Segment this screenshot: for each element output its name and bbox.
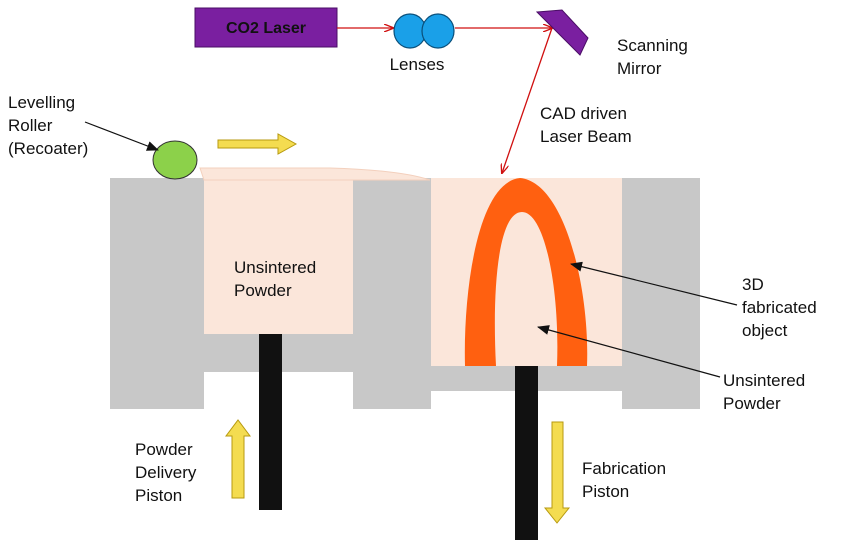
left-chamber-label-line-1: Unsintered <box>234 258 316 277</box>
powder-spread-layer <box>199 167 431 181</box>
scanning-mirror-label-line-2: Mirror <box>617 59 662 78</box>
delivery-piston-up-arrow <box>225 419 251 499</box>
co2-laser-box <box>194 7 338 48</box>
roller-label: Levelling Roller (Recoater) <box>8 93 88 158</box>
frame-left-wall <box>110 178 204 409</box>
roller-direction-arrow <box>217 133 298 155</box>
left-chamber-label-line-2: Powder <box>234 281 292 300</box>
lenses-label: Lenses <box>390 55 445 74</box>
right-powder-label-line-2: Powder <box>723 394 781 413</box>
right-powder-label-line-1: Unsintered <box>723 371 805 390</box>
laser-beam-to-bed <box>502 27 553 173</box>
co2-laser-label: CO2 Laser <box>226 20 306 37</box>
frame-right-wall <box>622 178 700 409</box>
right-powder-pointer <box>537 325 721 378</box>
scanning-mirror-label: Scanning Mirror <box>617 36 693 78</box>
fabrication-piston-label-line-2: Piston <box>582 482 629 501</box>
fabrication-piston-down-arrow <box>543 421 571 524</box>
laser-beam-label-line-1: CAD driven <box>540 104 627 123</box>
delivery-piston-label: Powder Delivery Piston <box>135 440 201 505</box>
scanning-mirror <box>535 9 589 56</box>
frame-middle-wall <box>353 178 431 409</box>
roller-label-line-1: Levelling <box>8 93 75 112</box>
roller-pointer <box>84 121 159 151</box>
roller-label-line-3: (Recoater) <box>8 139 88 158</box>
left-chamber-label: Unsintered Powder <box>234 258 321 300</box>
object-pointer <box>570 261 738 306</box>
laser-beam-label: CAD driven Laser Beam <box>540 104 632 146</box>
delivery-piston-label-line-1: Powder <box>135 440 193 459</box>
object-label-line-3: object <box>742 321 788 340</box>
right-powder-label: Unsintered Powder <box>723 371 810 413</box>
fabrication-piston-label: Fabrication Piston <box>582 459 671 501</box>
laser-beam-label-line-2: Laser Beam <box>540 127 632 146</box>
fabricated-object <box>464 178 588 366</box>
scanning-mirror-label-line-1: Scanning <box>617 36 688 55</box>
left-powder-bed <box>204 178 353 334</box>
levelling-roller <box>152 140 198 180</box>
delivery-piston-rod <box>259 334 282 510</box>
lens-left <box>393 13 427 49</box>
object-label-line-2: fabricated <box>742 298 817 317</box>
object-label-line-1: 3D <box>742 275 764 294</box>
fabrication-piston-label-line-1: Fabrication <box>582 459 666 478</box>
roller-label-line-2: Roller <box>8 116 53 135</box>
delivery-piston-label-line-2: Delivery <box>135 463 197 482</box>
delivery-piston-label-line-3: Piston <box>135 486 182 505</box>
fabrication-piston-rod <box>515 366 538 540</box>
object-label: 3D fabricated object <box>742 275 821 340</box>
lens-right <box>421 13 455 49</box>
